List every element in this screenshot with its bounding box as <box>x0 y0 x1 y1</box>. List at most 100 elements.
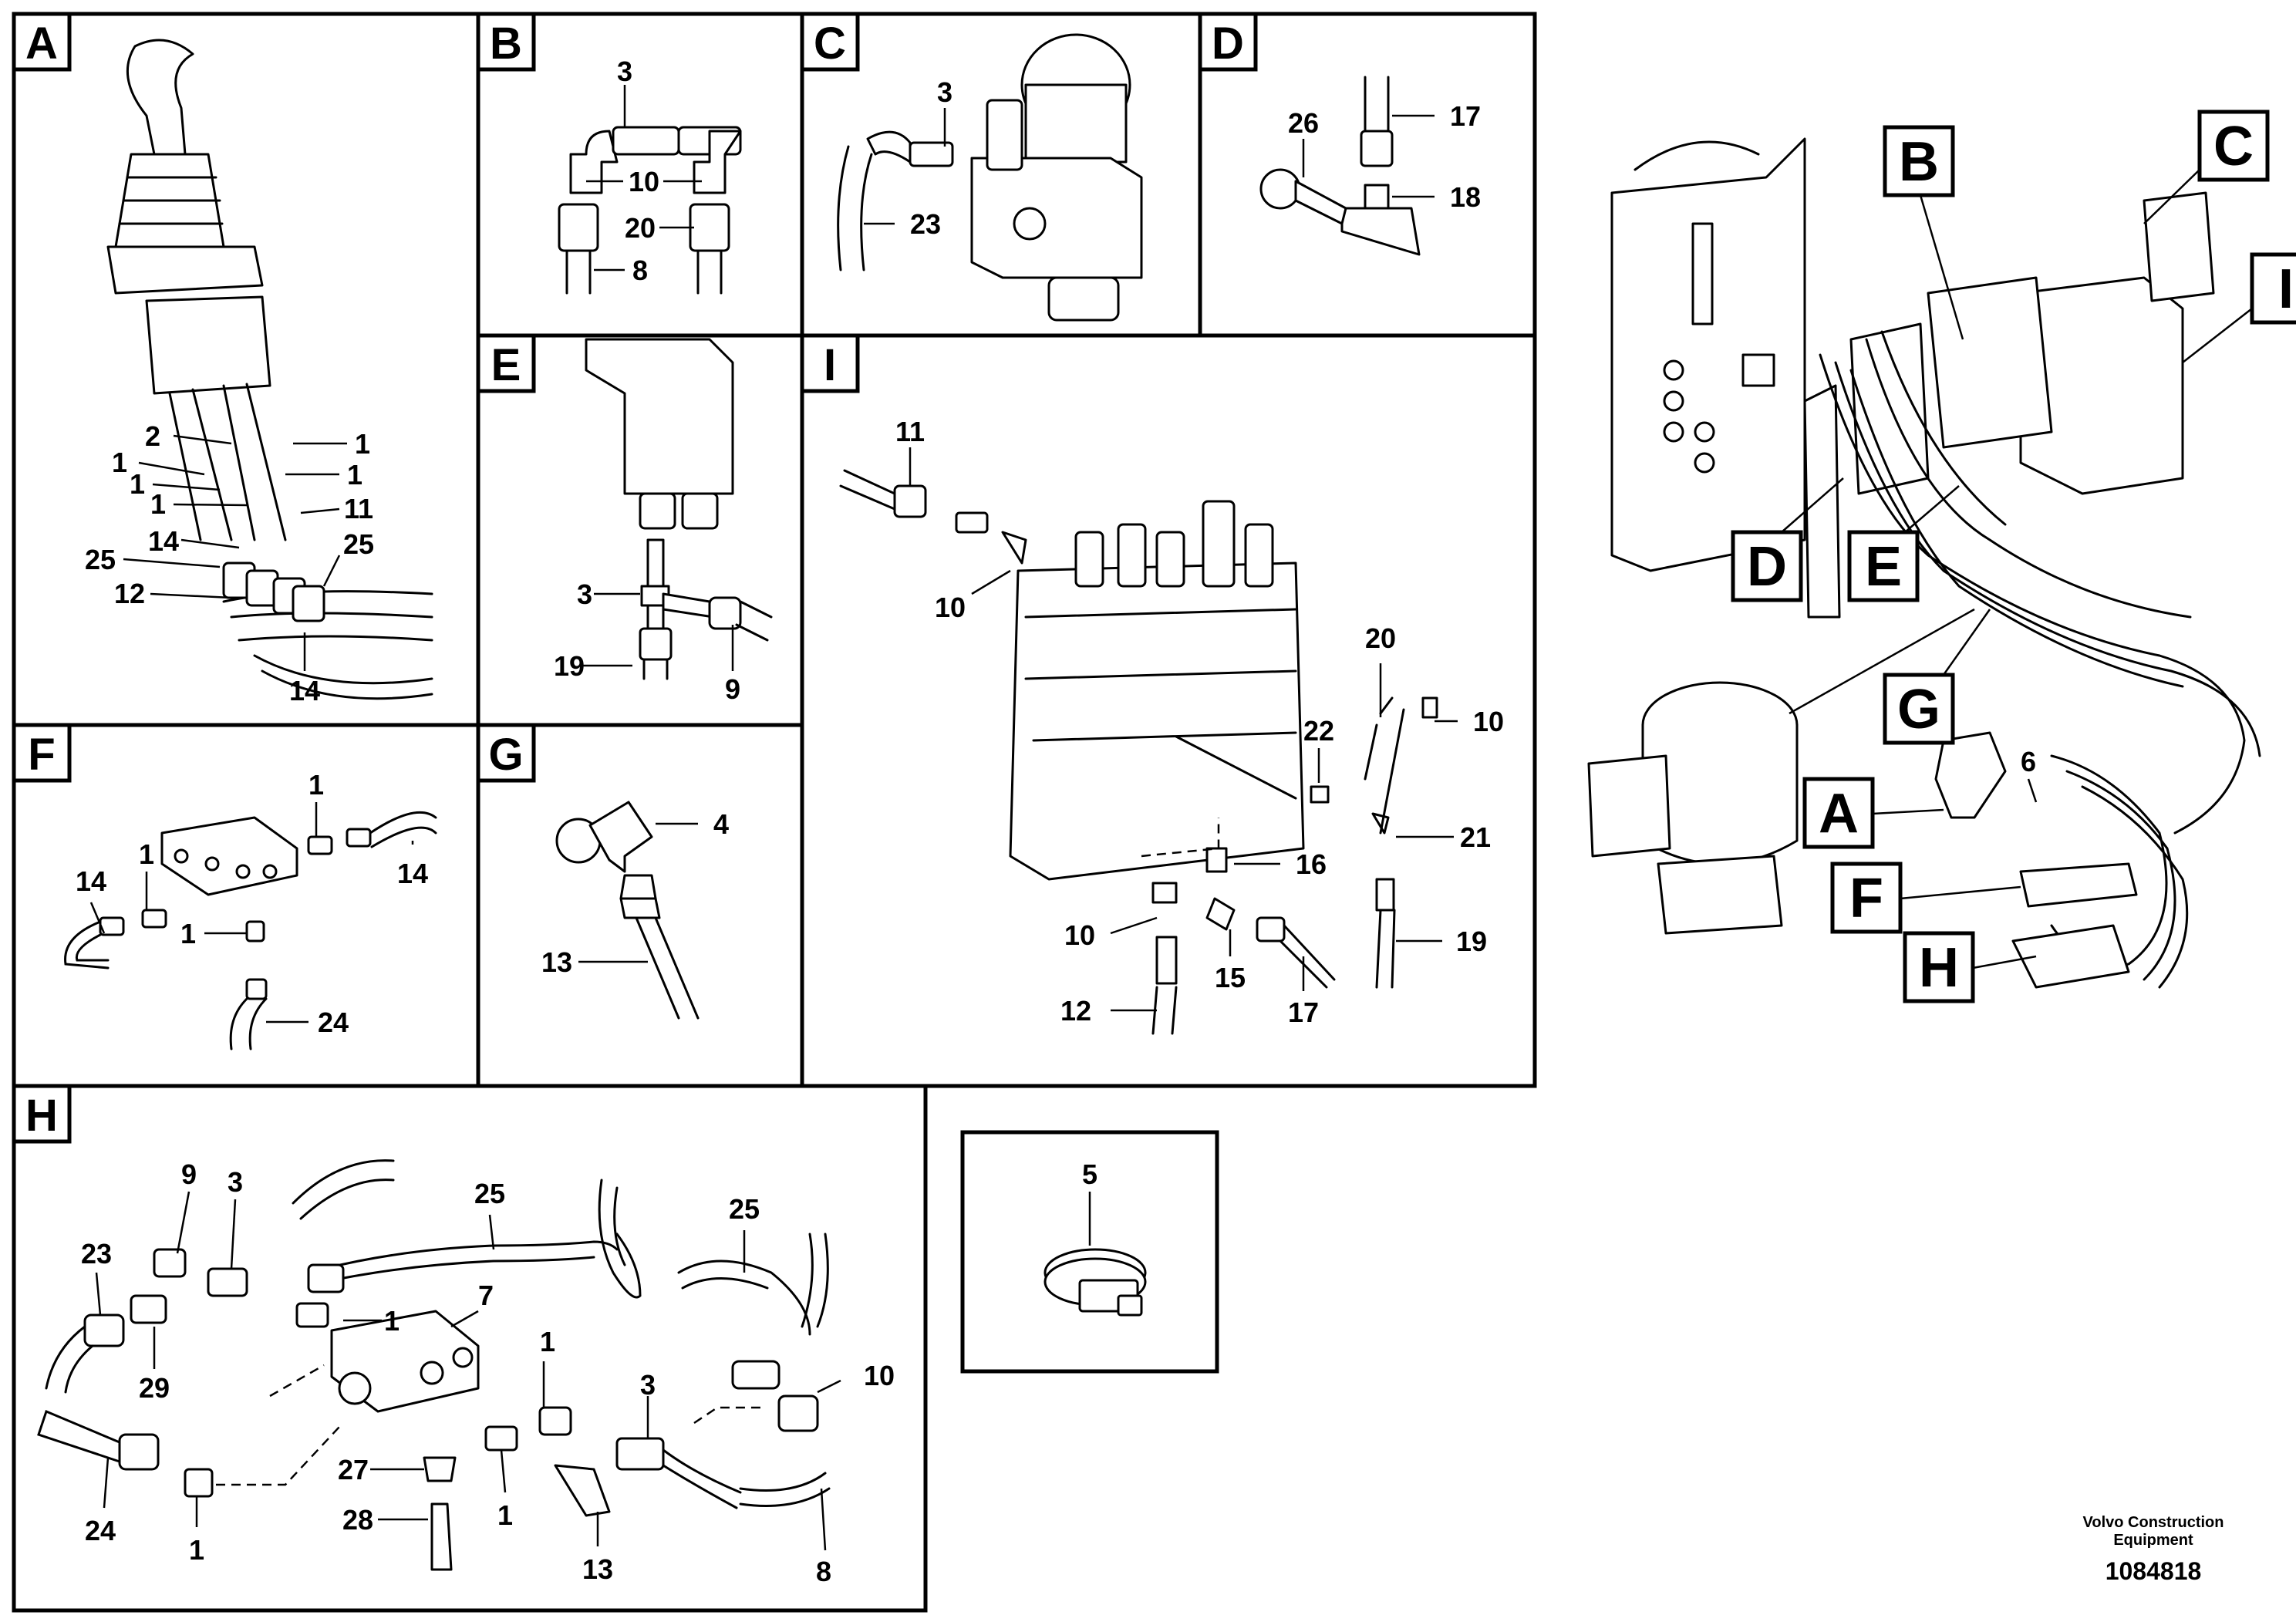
distribution-block-illustration <box>37 1159 831 1571</box>
callout: 8 <box>632 255 648 286</box>
panel-h-callouts: 9 3 25 25 23 1 7 29 1 3 10 24 27 <box>81 1158 895 1587</box>
callout: 1 <box>355 428 370 460</box>
overview-letter-g: G <box>1897 679 1940 740</box>
callout: 1 <box>497 1499 513 1531</box>
panel-f-letter: F <box>28 730 55 780</box>
callout: 1 <box>130 468 145 500</box>
callout: 15 <box>1215 962 1246 993</box>
overview-letter-a: A <box>1819 783 1859 845</box>
panel-i-letter: I <box>824 340 836 390</box>
callout: 28 <box>342 1504 373 1536</box>
callout: 7 <box>478 1280 494 1311</box>
callout: 1 <box>347 459 362 491</box>
callout: 1 <box>189 1534 204 1566</box>
callout: 3 <box>617 56 632 87</box>
panel-d: D 26 17 18 <box>1198 12 1481 256</box>
callout: 3 <box>937 76 952 108</box>
callout: 3 <box>228 1166 243 1198</box>
callout: 14 <box>148 525 179 557</box>
callout: 1 <box>150 488 166 520</box>
machine-overview <box>1587 137 2261 989</box>
panel-frames <box>12 12 1537 1613</box>
callout: 10 <box>629 166 659 197</box>
panel-h-letter: H <box>25 1091 58 1141</box>
callout: 10 <box>864 1360 895 1391</box>
callout: 17 <box>1288 996 1319 1028</box>
callout: 24 <box>318 1007 349 1038</box>
callout: 13 <box>582 1553 613 1585</box>
callout: 26 <box>1288 107 1319 139</box>
callout: 17 <box>1450 100 1481 132</box>
callout: 19 <box>554 650 585 682</box>
callout: 25 <box>85 544 116 575</box>
callout: 24 <box>85 1515 116 1546</box>
callout: 8 <box>816 1556 831 1587</box>
item-5-clamp: 5 <box>1043 1158 1147 1317</box>
overview-letter-h: H <box>1919 937 1959 999</box>
callout: 14 <box>76 865 106 897</box>
accumulator-valve-illustration <box>837 33 1143 322</box>
panel-b: B 3 10 20 8 <box>476 12 742 295</box>
callout: 22 <box>1303 715 1334 747</box>
callout: 20 <box>625 212 656 244</box>
footer: Volvo Construction Equipment 1084818 <box>2083 1514 2224 1585</box>
callout: 19 <box>1456 926 1487 957</box>
callout: 12 <box>114 578 145 609</box>
callout: 6 <box>2021 746 2036 777</box>
callout: 23 <box>910 208 941 240</box>
tee-fitting-illustration <box>558 126 742 295</box>
callout: 18 <box>1450 181 1481 213</box>
callout: 1 <box>139 838 154 870</box>
overview-callouts: B C I D E G A F H 6 <box>1731 110 2296 1003</box>
callout: 16 <box>1296 848 1327 880</box>
callout: 1 <box>540 1326 555 1357</box>
control-valve-illustration <box>839 469 1438 1035</box>
callout: 10 <box>1473 706 1504 737</box>
callout: 1 <box>308 769 324 801</box>
doc-id: 1084818 <box>2106 1557 2202 1585</box>
panel-e-letter: E <box>491 340 521 390</box>
overview-letter-e: E <box>1865 536 1902 598</box>
elbow-hose-illustration <box>555 801 700 1020</box>
joystick-illustration <box>106 39 433 700</box>
callout: 2 <box>145 420 160 452</box>
callout: 25 <box>729 1193 760 1225</box>
panel-g: G 4 13 <box>476 723 729 1020</box>
panel-a: A 2 1 1 1 1 1 <box>12 12 433 706</box>
callout: 13 <box>541 946 572 978</box>
callout: 1 <box>180 918 196 949</box>
panel-c-letter: C <box>814 19 846 69</box>
overview-letter-b: B <box>1899 131 1939 193</box>
callout: 3 <box>577 578 592 610</box>
panel-i: I <box>800 333 1504 1035</box>
panel-d-letter: D <box>1212 19 1244 69</box>
panel-c: C 3 23 <box>800 12 1143 322</box>
panel-a-callouts: 2 1 1 1 1 1 11 14 25 25 12 14 <box>85 420 374 706</box>
tee-elbow-illustration <box>1259 76 1421 256</box>
block-fittings-illustration <box>64 811 437 1050</box>
callout: 1 <box>112 447 127 478</box>
overview-letter-f: F <box>1849 868 1883 929</box>
panel-f: F 1 1 14 14 1 24 <box>12 723 437 1050</box>
footer-line-2: Equipment <box>2113 1532 2193 1549</box>
overview-letter-i: I <box>2278 258 2294 320</box>
callout: 29 <box>139 1372 170 1404</box>
callout: 25 <box>474 1178 505 1209</box>
callout: 12 <box>1060 995 1091 1027</box>
callout: 9 <box>181 1158 197 1190</box>
callout: 21 <box>1460 821 1491 853</box>
callout: 10 <box>1064 919 1095 951</box>
panel-b-letter: B <box>490 19 522 69</box>
callout: 11 <box>895 416 925 447</box>
overview-letter-d: D <box>1747 536 1787 598</box>
callout: 9 <box>725 673 740 705</box>
callout: 14 <box>289 675 320 706</box>
callout: 14 <box>397 858 428 889</box>
callout: 10 <box>935 592 966 623</box>
callout: 5 <box>1082 1158 1097 1190</box>
panel-h: H <box>12 1084 895 1587</box>
footer-line-1: Volvo Construction <box>2083 1514 2224 1531</box>
callout: 4 <box>713 808 729 840</box>
valve-tee-illustration <box>585 338 773 680</box>
